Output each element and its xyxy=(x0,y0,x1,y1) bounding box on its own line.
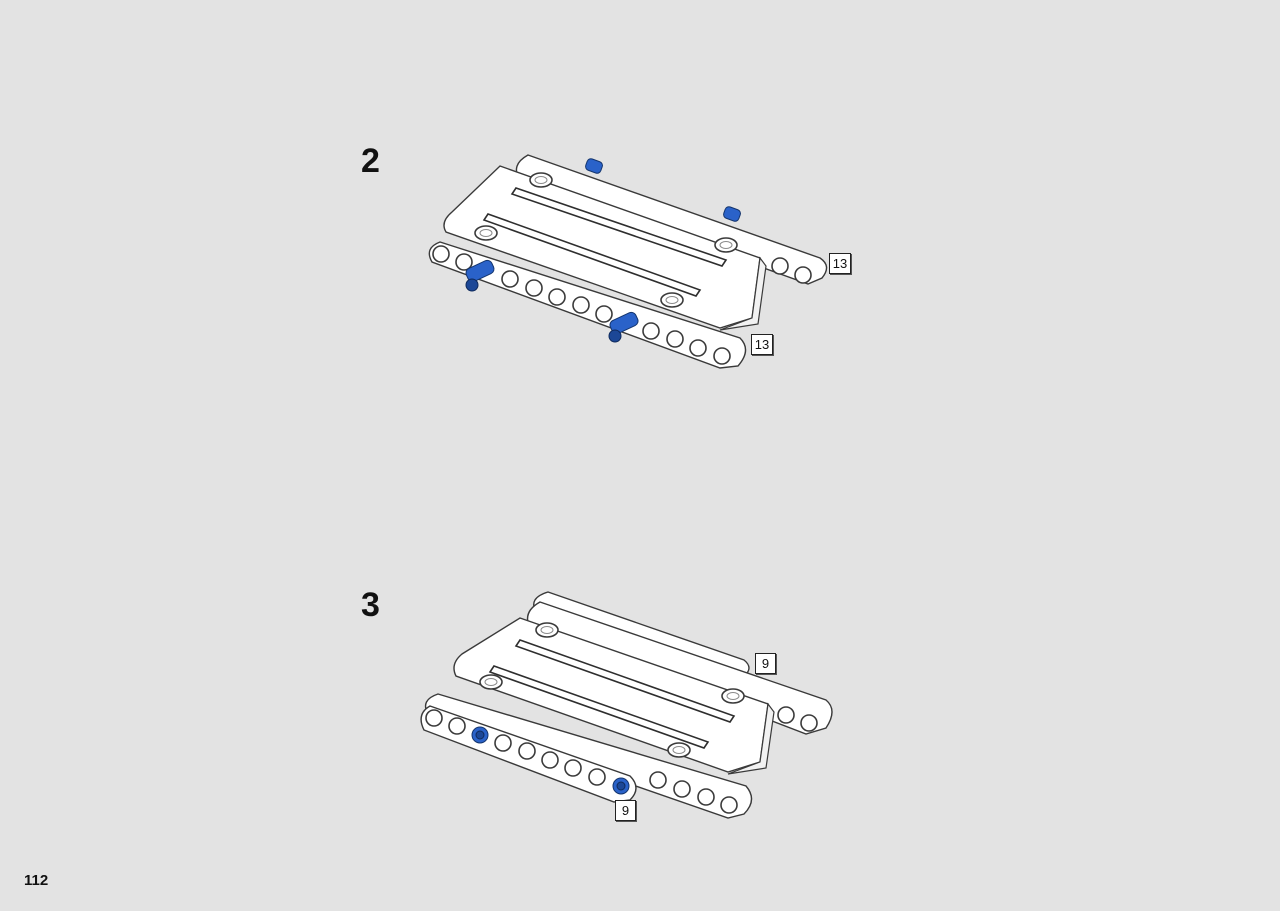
blue-pin xyxy=(723,206,741,222)
step-number: 3 xyxy=(361,586,380,624)
step-number: 2 xyxy=(361,142,380,180)
frame-panel xyxy=(443,165,767,331)
blue-pin xyxy=(585,158,603,174)
blue-pin xyxy=(465,259,495,292)
frame-panel xyxy=(453,617,775,775)
part-count-callout: 13 xyxy=(751,334,773,355)
page-number: 112 xyxy=(24,872,49,889)
back-beam xyxy=(515,154,828,285)
front-beam xyxy=(428,241,747,369)
part-count-callout: 9 xyxy=(615,800,636,821)
blue-pin xyxy=(471,726,489,744)
part-count-callout: 13 xyxy=(829,253,851,274)
blue-pin xyxy=(612,777,630,795)
blue-pin xyxy=(608,311,639,343)
part-count-callout: 9 xyxy=(755,653,776,674)
